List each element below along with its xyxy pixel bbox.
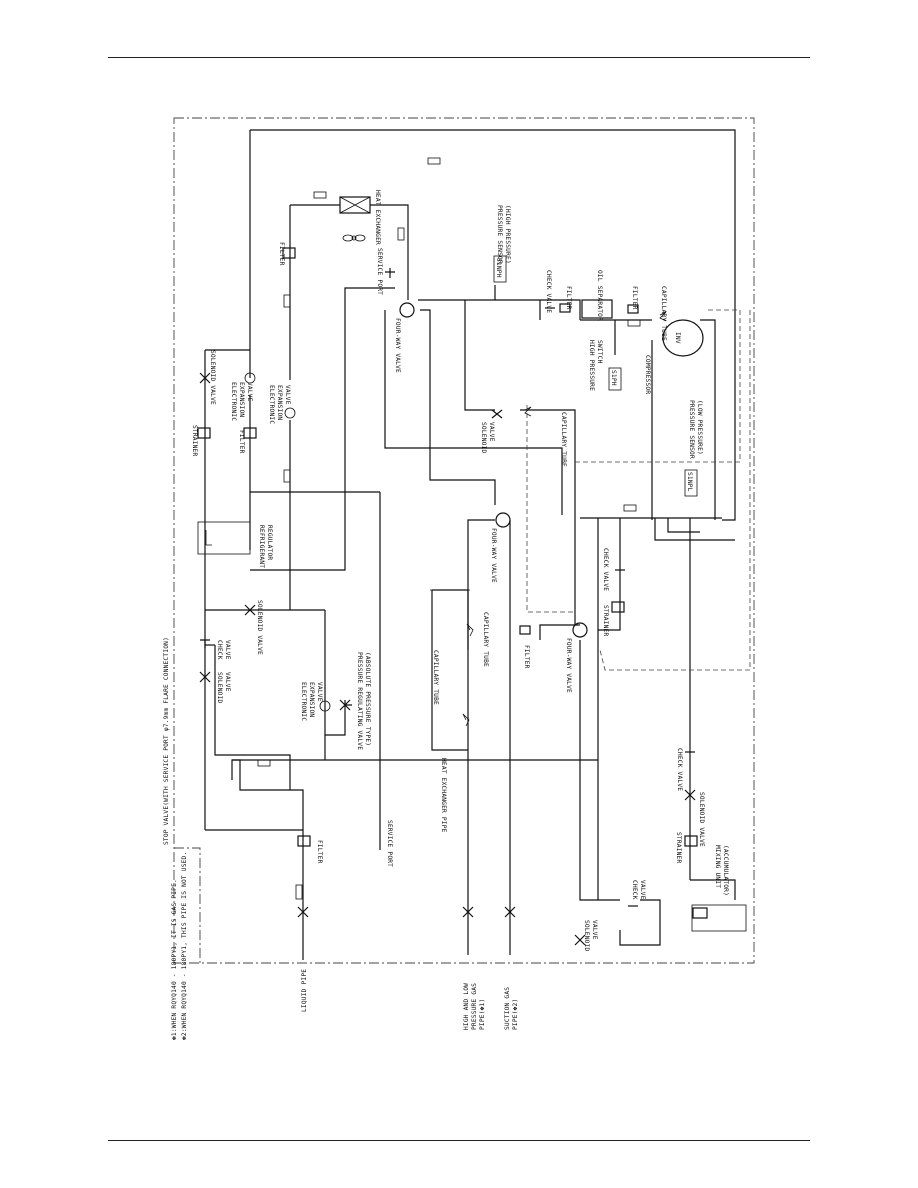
solenoid-label-mid-1: SOLENOID bbox=[480, 422, 487, 453]
check-valve-label-mid: CHECK VALVE bbox=[602, 548, 609, 591]
prv-label-2: (ABSOLUTE PRESSURE TYPE) bbox=[364, 652, 371, 746]
pressure-sensor-high-2: (HIGH PRESSURE) bbox=[504, 205, 511, 264]
solenoid-valve-label-mid: SOLENOID VALVE bbox=[256, 600, 263, 655]
stop-valve-zone bbox=[174, 847, 201, 963]
note-2: ✽2:WHEN RQYQ140 - 180PY1, THIS PIPE IS N… bbox=[181, 852, 188, 1040]
capillary-label-1: CAPILLARY TUBE bbox=[560, 412, 567, 467]
strainer-label-low: STRAINER bbox=[675, 832, 682, 863]
solenoid-valve-label-top: SOLENOID VALVE bbox=[209, 350, 216, 405]
eev-label-1c: VALVE bbox=[246, 382, 253, 402]
pressure-regulating-valve bbox=[339, 699, 352, 711]
hl-gas-label-3: PIPE(✽1) bbox=[479, 999, 486, 1030]
solenoid-label-mid-2: VALVE bbox=[488, 422, 495, 442]
heat-exchanger-label: HEAT EXCHANGER bbox=[374, 190, 381, 245]
capillary-label-2: CAPILLARY TUBE bbox=[482, 612, 489, 667]
solenoid-label-bottom-1: SOLENOID bbox=[583, 920, 590, 951]
service-port-label-low: SERVICE PORT bbox=[386, 820, 393, 867]
eev-label-1a: ELECTRONIC bbox=[230, 382, 237, 421]
eev-label-3c: VALVE bbox=[316, 682, 323, 702]
compressor-label: COMPRESSOR bbox=[644, 355, 651, 394]
prv-label-1: PRESSURE REGULATING VALVE bbox=[356, 652, 363, 750]
four-way-valve-label-2: FOUR-WAY VALVE bbox=[490, 528, 497, 583]
filter-label-stop: FILTER bbox=[316, 840, 323, 864]
compressor bbox=[662, 319, 704, 357]
heat-exchanger bbox=[339, 196, 371, 214]
solenoid-label-bottom-2: VALVE bbox=[591, 920, 598, 940]
eev-label-3b: EXPANSION bbox=[308, 682, 315, 717]
s1ph-label: S1PH bbox=[610, 370, 617, 386]
mixing-unit bbox=[691, 904, 747, 932]
eev-label-2b: EXPANSION bbox=[276, 385, 283, 420]
check-valve-label-low: CHECK VALVE bbox=[676, 748, 683, 791]
inv-label: INV bbox=[674, 332, 681, 344]
solenoid-label-low-1: SOLENOID bbox=[216, 672, 223, 703]
four-way-valve-label-1: FOUR-WAY VALVE bbox=[394, 318, 401, 373]
filter-label-eev: FILTER bbox=[238, 430, 245, 454]
sinph-label: S1NPH bbox=[495, 258, 502, 278]
check-label-2: VALVE bbox=[224, 640, 231, 660]
stop-valve-label: STOP VALVE(WITH SERVICE PORT φ7.9mm FLAR… bbox=[163, 637, 170, 845]
hl-gas-label-2: PRESSURE GAS bbox=[471, 983, 478, 1030]
solenoid-label-low-2: VALVE bbox=[224, 672, 231, 692]
pressure-sensor-low-2: (LOW PRESSURE) bbox=[696, 400, 703, 455]
four-way-valve-icons bbox=[399, 302, 588, 638]
sensor-boxes bbox=[493, 255, 698, 497]
pressure-sensor-low-1: PRESSURE SENSOR bbox=[688, 400, 695, 459]
refrigerant-regulator-box bbox=[197, 521, 251, 555]
mixing-unit-label-2: (ACCUMULATOR) bbox=[722, 845, 729, 896]
oil-separator-label: OIL SEPARATOR bbox=[596, 270, 603, 321]
thermistor-icons bbox=[257, 157, 641, 900]
eev-label-2a: ELECTRONIC bbox=[268, 385, 275, 424]
fan-icon bbox=[342, 234, 366, 242]
diagram-labels: ✽1:WHEN RQYQ140 - 180PY1, IT IS GAS PIPE… bbox=[163, 190, 729, 1040]
service-port-label-top: SERVICE PORT bbox=[376, 248, 383, 295]
suction-label-2: PIPE(✽2) bbox=[512, 999, 519, 1030]
pressure-sensor-high-1: PRESSURE SENSOR bbox=[496, 205, 503, 264]
capillary-label-comp: CAPILLARY TUBE bbox=[660, 286, 667, 341]
strainer-label-mid: STRAINER bbox=[602, 605, 609, 636]
capillary-label-3: CAPILLARY TUBE bbox=[432, 650, 439, 705]
check-valve-icons bbox=[200, 268, 695, 907]
hps-label-1: HIGH PRESSURE bbox=[588, 340, 595, 391]
eev-label-2c: VALVE bbox=[284, 385, 291, 405]
filter-label-top: FILTER bbox=[565, 286, 572, 310]
suction-label-1: SUCTION GAS bbox=[504, 987, 511, 1030]
hl-gas-label-1: HIGH AND LOW bbox=[463, 983, 470, 1030]
heat-exchanger-pipe-label: HEAT EXCHANGER PIPE bbox=[440, 758, 447, 833]
piping bbox=[197, 129, 751, 960]
regulator-label-2: REGULATOR bbox=[266, 525, 273, 560]
liquid-pipe-label: LIQUID PIPE bbox=[301, 969, 308, 1012]
oil-separator bbox=[581, 299, 613, 319]
filter-label-hx: FILTER bbox=[278, 242, 285, 266]
unit-boundary bbox=[173, 117, 755, 964]
check-label-1: CHECK bbox=[216, 640, 223, 660]
check-label-low-1: CHECK bbox=[631, 880, 638, 900]
solenoid-valve-label-low: SOLENOID VALVE bbox=[698, 792, 705, 847]
valve-icons bbox=[199, 372, 696, 946]
sinpl-label: S1NPL bbox=[686, 472, 693, 492]
check-valve-label-top: CHECK VALVE bbox=[545, 270, 552, 313]
regulator-label-1: REFRIGERANT bbox=[258, 525, 265, 568]
eev-label-1b: EXPANSION bbox=[238, 382, 245, 417]
filter-label-comp: FILTER bbox=[631, 286, 638, 310]
filter-label-fwv: FILTER bbox=[523, 645, 530, 669]
note-1: ✽1:WHEN RQYQ140 - 180PY1, IT IS GAS PIPE… bbox=[171, 879, 178, 1040]
mixing-unit-label-1: MIXING UNIT bbox=[714, 845, 721, 888]
eev-label-3a: ELECTRONIC bbox=[300, 682, 307, 721]
footer-rule bbox=[108, 1140, 810, 1141]
strainer-label-top: STRAINER bbox=[191, 425, 198, 456]
check-label-low-2: VALVE bbox=[639, 880, 646, 900]
hps-label-2: SWITCH bbox=[596, 340, 603, 364]
header-rule bbox=[108, 57, 810, 58]
filter-icons bbox=[197, 247, 698, 847]
four-way-valve-label-3: FOUR-WAY VALVE bbox=[565, 638, 572, 693]
